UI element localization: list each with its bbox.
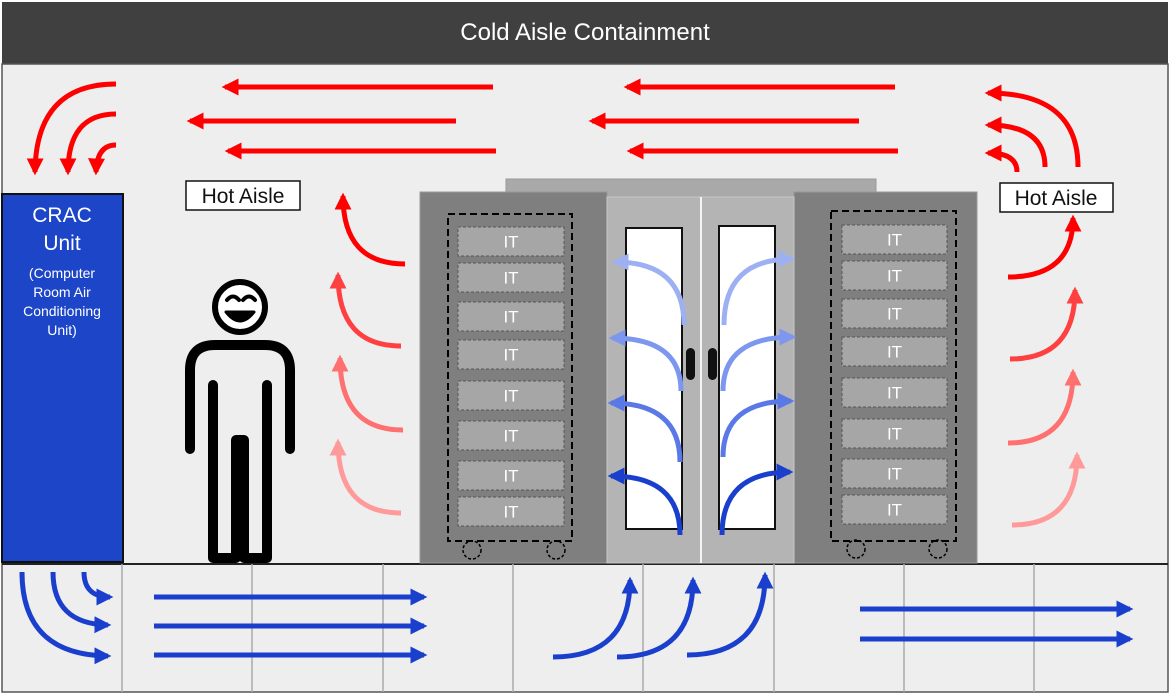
hot-aisle-left-text: Hot Aisle xyxy=(202,185,285,208)
server-unit-right-5: IT xyxy=(841,377,948,408)
crac-desc-line3: Conditioning xyxy=(23,303,101,319)
person-icon xyxy=(185,279,295,563)
diagram-title: Cold Aisle Containment xyxy=(460,19,710,46)
server-unit-label: IT xyxy=(887,425,902,444)
server-unit-right-8: IT xyxy=(841,494,948,525)
server-unit-label: IT xyxy=(503,233,518,252)
hot-aisle-label-right: Hot Aisle xyxy=(999,182,1114,213)
server-unit-label: IT xyxy=(503,308,518,327)
title-bar: Cold Aisle Containment xyxy=(2,2,1168,64)
hot-aisle-right-text: Hot Aisle xyxy=(1015,187,1098,210)
server-unit-label: IT xyxy=(887,501,902,520)
server-stack-left: IT IT IT IT IT IT IT IT xyxy=(457,226,565,527)
server-unit-label: IT xyxy=(887,343,902,362)
server-unit-left-6: IT xyxy=(457,420,565,451)
hot-aisle-right-exhaust-arrows xyxy=(1007,214,1086,528)
server-unit-label: IT xyxy=(887,384,902,403)
server-unit-label: IT xyxy=(503,346,518,365)
crac-desc-line4: Unit) xyxy=(47,322,77,338)
hot-aisle-left-exhaust-arrows xyxy=(329,192,406,516)
floor-tile-rising-arrows xyxy=(552,571,774,660)
cold-aisle-arrows-right xyxy=(719,250,797,536)
crac-title-line1: CRAC xyxy=(32,204,92,227)
caster-wheel-icon xyxy=(928,539,948,559)
caster-wheel-icon xyxy=(546,540,566,560)
cold-aisle-arrows-left xyxy=(607,253,687,536)
crac-unit: CRAC Unit (Computer Room Air Conditionin… xyxy=(1,193,124,563)
server-unit-left-8: IT xyxy=(457,496,565,527)
server-stack-right: IT IT IT IT IT IT IT IT xyxy=(841,224,948,525)
server-unit-label: IT xyxy=(503,269,518,288)
hot-aisle-right-top-arrows xyxy=(984,84,1081,173)
server-unit-left-3: IT xyxy=(457,301,565,332)
containment-doors xyxy=(606,196,795,564)
server-unit-label: IT xyxy=(887,231,902,250)
server-unit-label: IT xyxy=(887,267,902,286)
underfloor-supply-arrows xyxy=(19,571,1134,665)
smiley-face-icon xyxy=(212,279,268,335)
server-unit-left-5: IT xyxy=(457,380,565,411)
return-air-arrows xyxy=(186,78,898,160)
hot-aisle-label-left: Hot Aisle xyxy=(185,180,301,211)
door-handle-icon xyxy=(686,348,717,380)
crac-title-line2: Unit xyxy=(43,232,81,255)
server-unit-right-7: IT xyxy=(841,458,948,489)
server-unit-label: IT xyxy=(503,427,518,446)
server-unit-left-2: IT xyxy=(457,262,565,293)
server-unit-right-2: IT xyxy=(841,260,948,291)
server-unit-label: IT xyxy=(887,465,902,484)
crac-desc-line2: Room Air xyxy=(33,284,91,300)
server-unit-label: IT xyxy=(503,503,518,522)
caster-wheel-icon xyxy=(462,540,482,560)
server-unit-label: IT xyxy=(503,467,518,486)
server-unit-right-3: IT xyxy=(841,298,948,329)
server-unit-right-1: IT xyxy=(841,224,948,255)
server-unit-left-1: IT xyxy=(457,226,565,257)
server-unit-left-7: IT xyxy=(457,460,565,491)
server-unit-left-4: IT xyxy=(457,339,565,370)
server-unit-right-4: IT xyxy=(841,336,948,367)
crac-unit-box xyxy=(1,193,124,563)
server-unit-label: IT xyxy=(887,305,902,324)
server-unit-label: IT xyxy=(503,387,518,406)
crac-desc-line1: (Computer xyxy=(29,265,95,281)
server-unit-right-6: IT xyxy=(841,418,948,449)
crac-intake-arrows xyxy=(26,81,117,176)
caster-wheel-icon xyxy=(846,539,866,559)
door-window-right xyxy=(718,225,776,530)
